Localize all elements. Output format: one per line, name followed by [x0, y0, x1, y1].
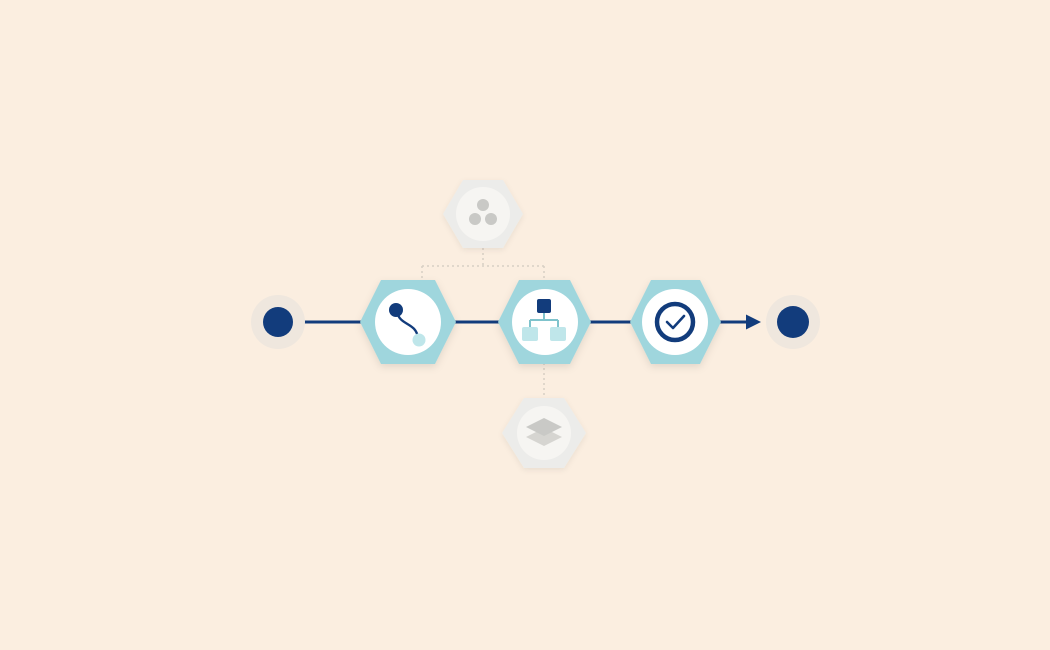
cluster-dot-top [477, 199, 489, 211]
optional-node-top[interactable] [443, 180, 523, 248]
process-node-step-3[interactable] [630, 280, 721, 364]
hierarchy-root [537, 299, 551, 313]
hierarchy-child-right [550, 327, 566, 341]
branch-top-connector [421, 248, 545, 292]
start-node[interactable] [251, 295, 305, 349]
start-dot-icon [263, 307, 293, 337]
check-circle-icon [654, 301, 696, 343]
dotted-connectors [421, 248, 545, 398]
hierarchy-child-left [522, 327, 538, 341]
cluster-dot-left [469, 213, 481, 225]
route-end-dot [412, 333, 426, 347]
cluster-icon [469, 199, 497, 225]
check-ring [654, 301, 696, 343]
end-node[interactable] [766, 295, 820, 349]
node-disc [642, 289, 708, 355]
node-disc [456, 187, 510, 241]
hierarchy-icon [522, 299, 566, 341]
layer-bottom [526, 428, 562, 446]
path-route-icon [389, 303, 426, 347]
layer-top [526, 418, 562, 436]
end-dot-icon [777, 306, 809, 338]
node-disc [512, 289, 578, 355]
hierarchy-links [529, 313, 559, 327]
node-disc [375, 289, 441, 355]
cluster-dot-right [485, 213, 497, 225]
check-mark [665, 314, 686, 330]
layers-icon [526, 418, 562, 446]
route-start-dot [389, 303, 403, 317]
